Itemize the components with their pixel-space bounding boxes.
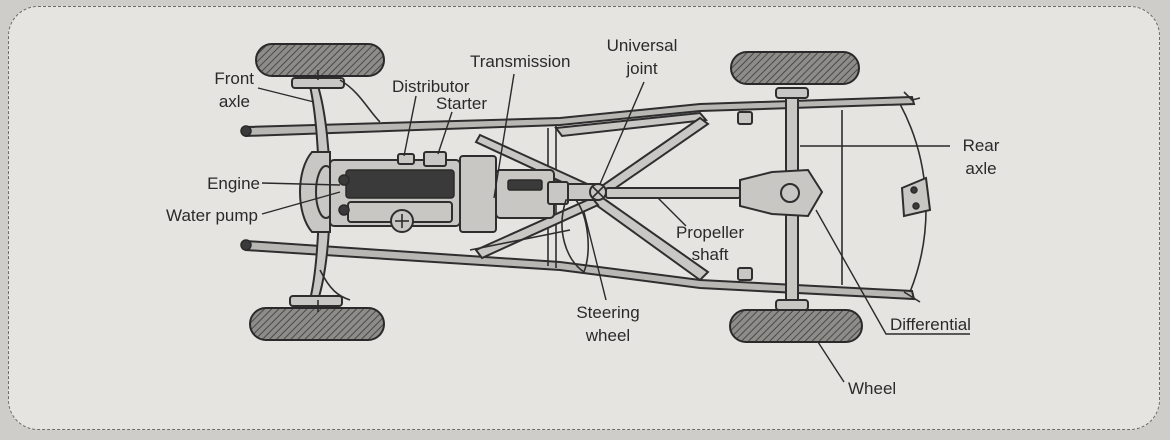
label-steering-wheel: Steering wheel [576,303,639,345]
engine [329,151,461,233]
rear-axle [737,87,824,311]
label-steering-wheel-line2: wheel [585,326,630,345]
label-front-axle-line1: Front [214,69,254,88]
propeller-shaft [567,183,741,201]
front-right-wheel [249,307,385,341]
label-water-pump: Water pump [166,206,258,225]
front-left-wheel [255,43,385,77]
label-rear-axle: Rear axle [963,136,1000,178]
label-transmission: Transmission [470,52,570,71]
label-propeller-shaft-line1: Propeller [676,223,744,242]
label-rear-axle-line1: Rear [963,136,1000,155]
label-engine: Engine [207,174,260,193]
label-universal-joint: Universal joint [607,36,678,78]
label-front-axle: Front axle [214,69,254,111]
rear-left-wheel [730,51,860,85]
label-wheel: Wheel [848,379,896,398]
label-differential: Differential [890,315,971,334]
leader-lines [257,73,970,383]
rear-bracket [900,176,932,218]
label-steering-wheel-line1: Steering [576,303,639,322]
label-starter: Starter [436,94,487,113]
label-rear-axle-line2: axle [965,159,996,178]
label-propeller-shaft: Propeller shaft [676,223,744,264]
label-propeller-shaft-line2: shaft [692,245,729,264]
label-front-axle-line2: axle [219,92,250,111]
label-distributor: Distributor [392,77,470,96]
label-universal-joint-line2: joint [625,59,657,78]
label-universal-joint-line1: Universal [607,36,678,55]
steering-wheel [469,199,589,274]
rear-right-wheel [729,309,863,343]
